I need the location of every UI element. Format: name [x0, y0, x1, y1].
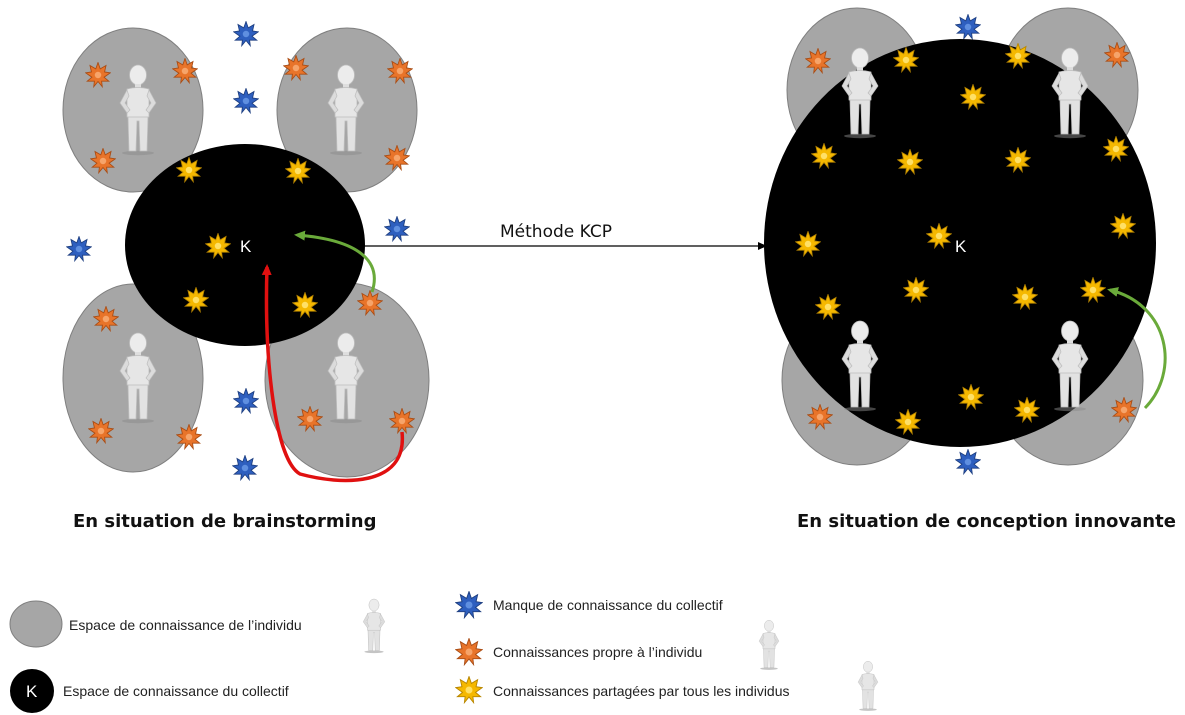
collective-gap-star-icon — [66, 236, 92, 262]
kcp-method-label: Méthode KCP — [500, 222, 612, 242]
shared-knowledge-star-icon — [455, 676, 483, 704]
own-knowledge-star-icon — [455, 638, 483, 666]
person-icon — [758, 619, 780, 671]
legend-k-symbol: K — [26, 682, 38, 701]
left-caption: En situation de brainstorming — [73, 511, 377, 532]
collective-gap-star-icon — [455, 591, 483, 619]
green-arrow — [294, 230, 376, 293]
right-caption: En situation de conception innovante — [797, 511, 1176, 532]
legend-own-knowledge-label: Connaissances propre à l’individu — [493, 644, 702, 660]
legend-individual-space-swatch — [9, 600, 63, 648]
collective-gap-star-icon — [955, 14, 981, 40]
legend-individual-space-label: Espace de connaissance de l’individu — [69, 617, 302, 633]
innovative-design-group: K — [764, 7, 1167, 475]
legend-collective-space-swatch — [10, 669, 54, 713]
red-arrow — [261, 264, 404, 483]
green-arrow — [1107, 287, 1167, 410]
legend-collective-space-label: Espace de connaissance du collectif — [63, 683, 289, 699]
collective-gap-star-icon — [232, 455, 258, 481]
collective-gap-star-icon — [233, 388, 259, 414]
collective-gap-star-icon — [955, 449, 981, 475]
legend-shared-knowledge-label: Connaissances partagées par tous les ind… — [493, 683, 790, 699]
person-icon — [857, 660, 879, 712]
center-label-k: K — [955, 237, 967, 256]
collective-gap-star-icon — [233, 21, 259, 47]
collective-gap-star-icon — [384, 216, 410, 242]
legend-collective-gap-label: Manque de connaissance du collectif — [493, 597, 723, 613]
center-label-k: K — [240, 237, 252, 256]
brainstorming-group: K — [62, 21, 430, 483]
collective-gap-star-icon — [233, 88, 259, 114]
legend: Espace de connaissance de l’individu K E… — [9, 591, 879, 713]
person-icon — [362, 598, 386, 654]
